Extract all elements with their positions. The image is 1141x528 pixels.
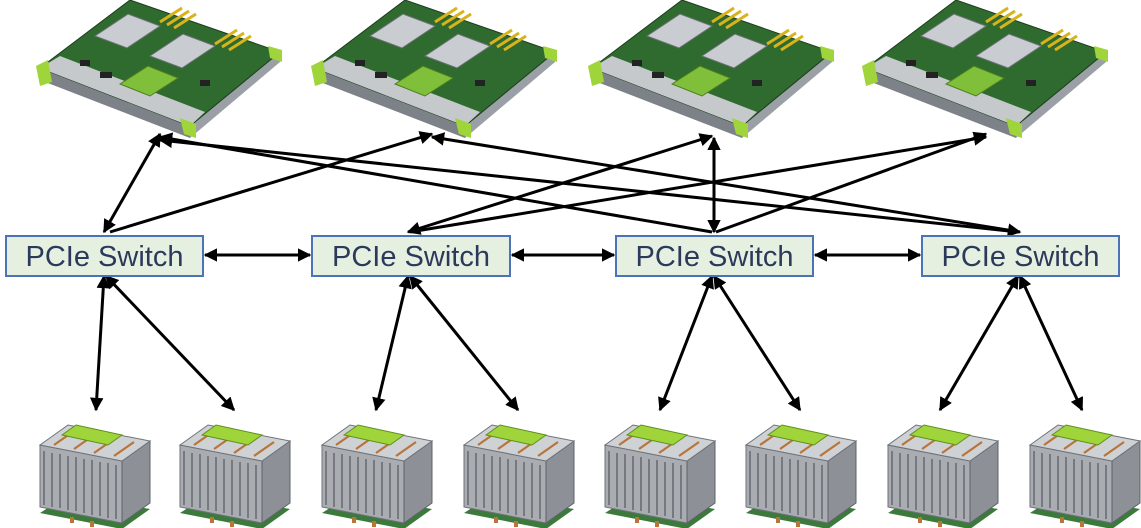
arrow-switch2-board4 [409, 132, 988, 234]
server-board-2 [309, 0, 559, 140]
pcie-switch-3: PCIe Switch [615, 235, 814, 277]
server-motherboard-icon [586, 0, 836, 140]
switch-label: PCIe Switch [942, 241, 1100, 273]
arrow-switch2-gpu4 [408, 274, 520, 412]
gpu-heatsink-module-icon [38, 423, 152, 528]
server-board-1 [34, 0, 284, 140]
arrow-switch1-board2 [109, 131, 434, 234]
arrow-switch4-board1 [158, 134, 1019, 234]
gpu-heatsink-module-icon [320, 423, 434, 528]
gpu-heatsink-module-icon [178, 423, 292, 528]
switch-box [921, 235, 1120, 277]
switch-label: PCIe Switch [636, 241, 794, 273]
arrow-switch1-board1 [102, 132, 162, 234]
server-board-3 [586, 0, 836, 140]
server-motherboard-icon [309, 0, 559, 140]
arrow-switch1-gpu1 [89, 274, 111, 412]
switch-box [5, 235, 204, 277]
gpu-heatsink-module-icon [603, 423, 717, 528]
pcie-switch-4: PCIe Switch [921, 235, 1120, 277]
gpu-heatsink-module-icon [462, 423, 576, 528]
arrow-switch1-gpu2 [104, 274, 236, 412]
server-motherboard-icon [34, 0, 284, 140]
arrow-switch4-gpu8 [1018, 274, 1084, 412]
switch-box [615, 235, 814, 277]
arrow-switch4-gpu7 [938, 274, 1020, 412]
pcie-switch-1: PCIe Switch [5, 235, 204, 277]
switch-label: PCIe Switch [332, 241, 490, 273]
switch-label: PCIe Switch [26, 241, 184, 273]
gpu-modules [38, 423, 1141, 528]
connection-arrows [89, 131, 1084, 412]
arrow-switch3-gpu6 [712, 274, 802, 412]
pcie-switch-2: PCIe Switch [311, 235, 511, 277]
gpu-heatsink-module-icon [886, 423, 1000, 528]
gpu-heatsink-module-icon [744, 423, 858, 528]
server-board-4 [860, 0, 1110, 140]
server-motherboard-icon [860, 0, 1110, 140]
switch-box [311, 235, 511, 277]
arrow-switch4-board2 [430, 132, 1022, 237]
arrow-switch3-board4 [715, 131, 988, 234]
arrow-switch3-gpu5 [658, 274, 714, 412]
arrow-switch3-board1 [158, 132, 713, 234]
arrow-switch2-gpu3 [372, 274, 412, 412]
gpu-heatsink-module-icon [1028, 423, 1141, 528]
